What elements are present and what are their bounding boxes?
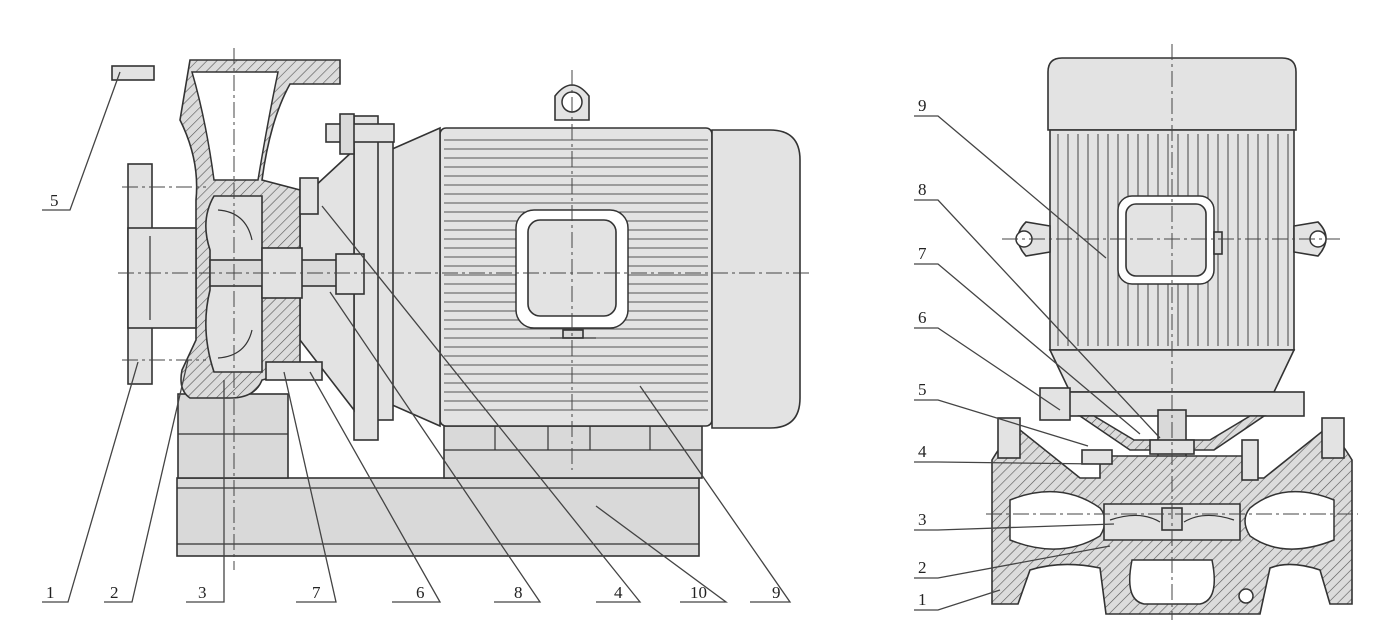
right-label-1: 1: [918, 590, 927, 609]
casing-bolt-left: [997, 417, 1021, 459]
motor-front: [389, 126, 441, 428]
left-label-7: 7: [312, 583, 321, 602]
right-label-5: 5: [918, 380, 927, 399]
right-label-7: 7: [918, 244, 927, 263]
discharge-passage: [1244, 490, 1335, 550]
vertical-pump-figure: 9 8 7 6 5 4 3 2 1: [914, 44, 1358, 620]
motor-cooling-fins-vertical: [1057, 134, 1289, 346]
right-label-2: 2: [918, 558, 927, 577]
right-label-3: 3: [918, 510, 927, 529]
pump-pedestal: [177, 393, 289, 479]
left-label-3: 3: [198, 583, 207, 602]
inlet-chamber: [1129, 559, 1215, 605]
left-label-5: 5: [50, 191, 59, 210]
casing-bolt-right: [1321, 417, 1345, 459]
inlet-throat: [191, 71, 279, 181]
suction-nozzle: [127, 227, 197, 329]
flange-bolt: [111, 65, 155, 81]
left-label-1: 1: [46, 583, 55, 602]
right-label-9: 9: [918, 96, 927, 115]
right-label-8: 8: [918, 180, 927, 199]
motor-end-cap: [711, 129, 801, 429]
right-label-4: 4: [918, 442, 927, 461]
base-plate: [176, 477, 700, 557]
motor-feet: [443, 425, 703, 479]
left-label-9: 9: [772, 583, 781, 602]
right-label-6: 6: [918, 308, 927, 327]
left-label-8: 8: [514, 583, 523, 602]
horizontal-pump-figure: 1 2 3 7 6 8 4 10 9 5: [42, 48, 810, 603]
bracket-bolt: [325, 123, 395, 143]
left-label-6: 6: [416, 583, 425, 602]
left-label-2: 2: [110, 583, 119, 602]
left-label-4: 4: [614, 583, 623, 602]
left-label-10: 10: [690, 583, 707, 602]
